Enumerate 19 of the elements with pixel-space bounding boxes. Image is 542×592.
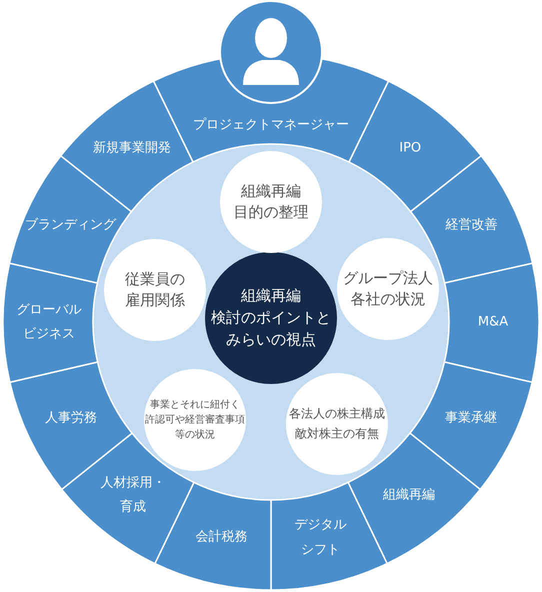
segment-label: グローバルビジネス (16, 300, 82, 344)
segment-label: 会計税務 (196, 528, 248, 548)
segment-label: ブランディング (25, 216, 116, 236)
topic-label: グループ法人各社の状況 (343, 268, 433, 310)
topic-label: 従業員の雇用関係 (125, 269, 185, 311)
segment-label: M&A (478, 313, 508, 332)
segment-label: 人材採用・育成 (100, 474, 166, 517)
segment-label: 組織再編 (383, 486, 436, 504)
topic-label: 組織再編検討のポイントとみらいの視点 (211, 285, 331, 350)
topic-label: 組織再編目的の整理 (234, 181, 308, 223)
topic-label: 事業とそれに紐付く許認可や経営審査事項等の状況 (145, 398, 245, 442)
topic-label: 各法人の株主構成敵対株主の有無 (289, 406, 385, 443)
segment-label: IPO (399, 140, 422, 158)
segment-label: プロジェクトマネージャー (193, 116, 349, 135)
segment-label: 人事労務 (45, 409, 98, 428)
segment-label: 経営改善 (445, 216, 498, 236)
segment-label: 事業承継 (444, 409, 497, 428)
segment-label: デジタルシフト (294, 516, 346, 560)
segment-label: 新規事業開発 (92, 140, 171, 158)
